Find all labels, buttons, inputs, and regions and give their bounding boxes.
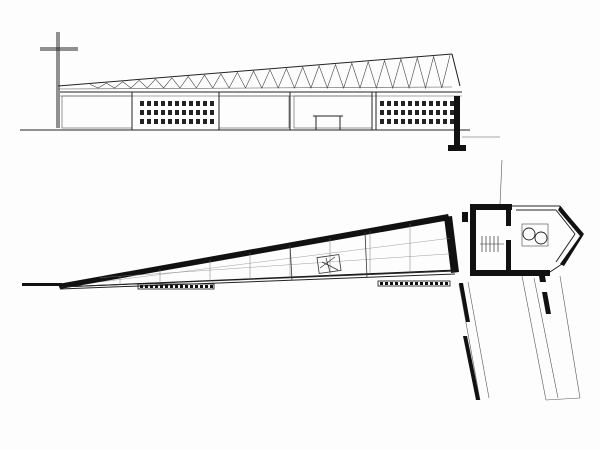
baptismal-font [521,223,549,247]
plan-entry-wall [22,283,62,286]
roof-outline [57,53,461,90]
floor-grid [99,223,451,285]
window-band-right [377,280,451,287]
window-grid-left [140,101,214,124]
triangular-hall [58,214,459,290]
stair-steps [480,236,504,252]
elevation-end-post [448,96,466,151]
elevation-walls [61,92,377,130]
window-grid-right [380,101,454,124]
altar-table [313,115,343,131]
path-south [458,281,490,401]
cross-symbol [40,32,78,128]
plan-view [22,159,584,401]
roof-truss-zigzag [89,55,451,90]
plan-altar-symbol [316,254,342,274]
elevation-view [20,32,500,151]
window-band-left [137,283,215,290]
walkway-east [521,270,581,401]
tower-block [462,159,584,276]
